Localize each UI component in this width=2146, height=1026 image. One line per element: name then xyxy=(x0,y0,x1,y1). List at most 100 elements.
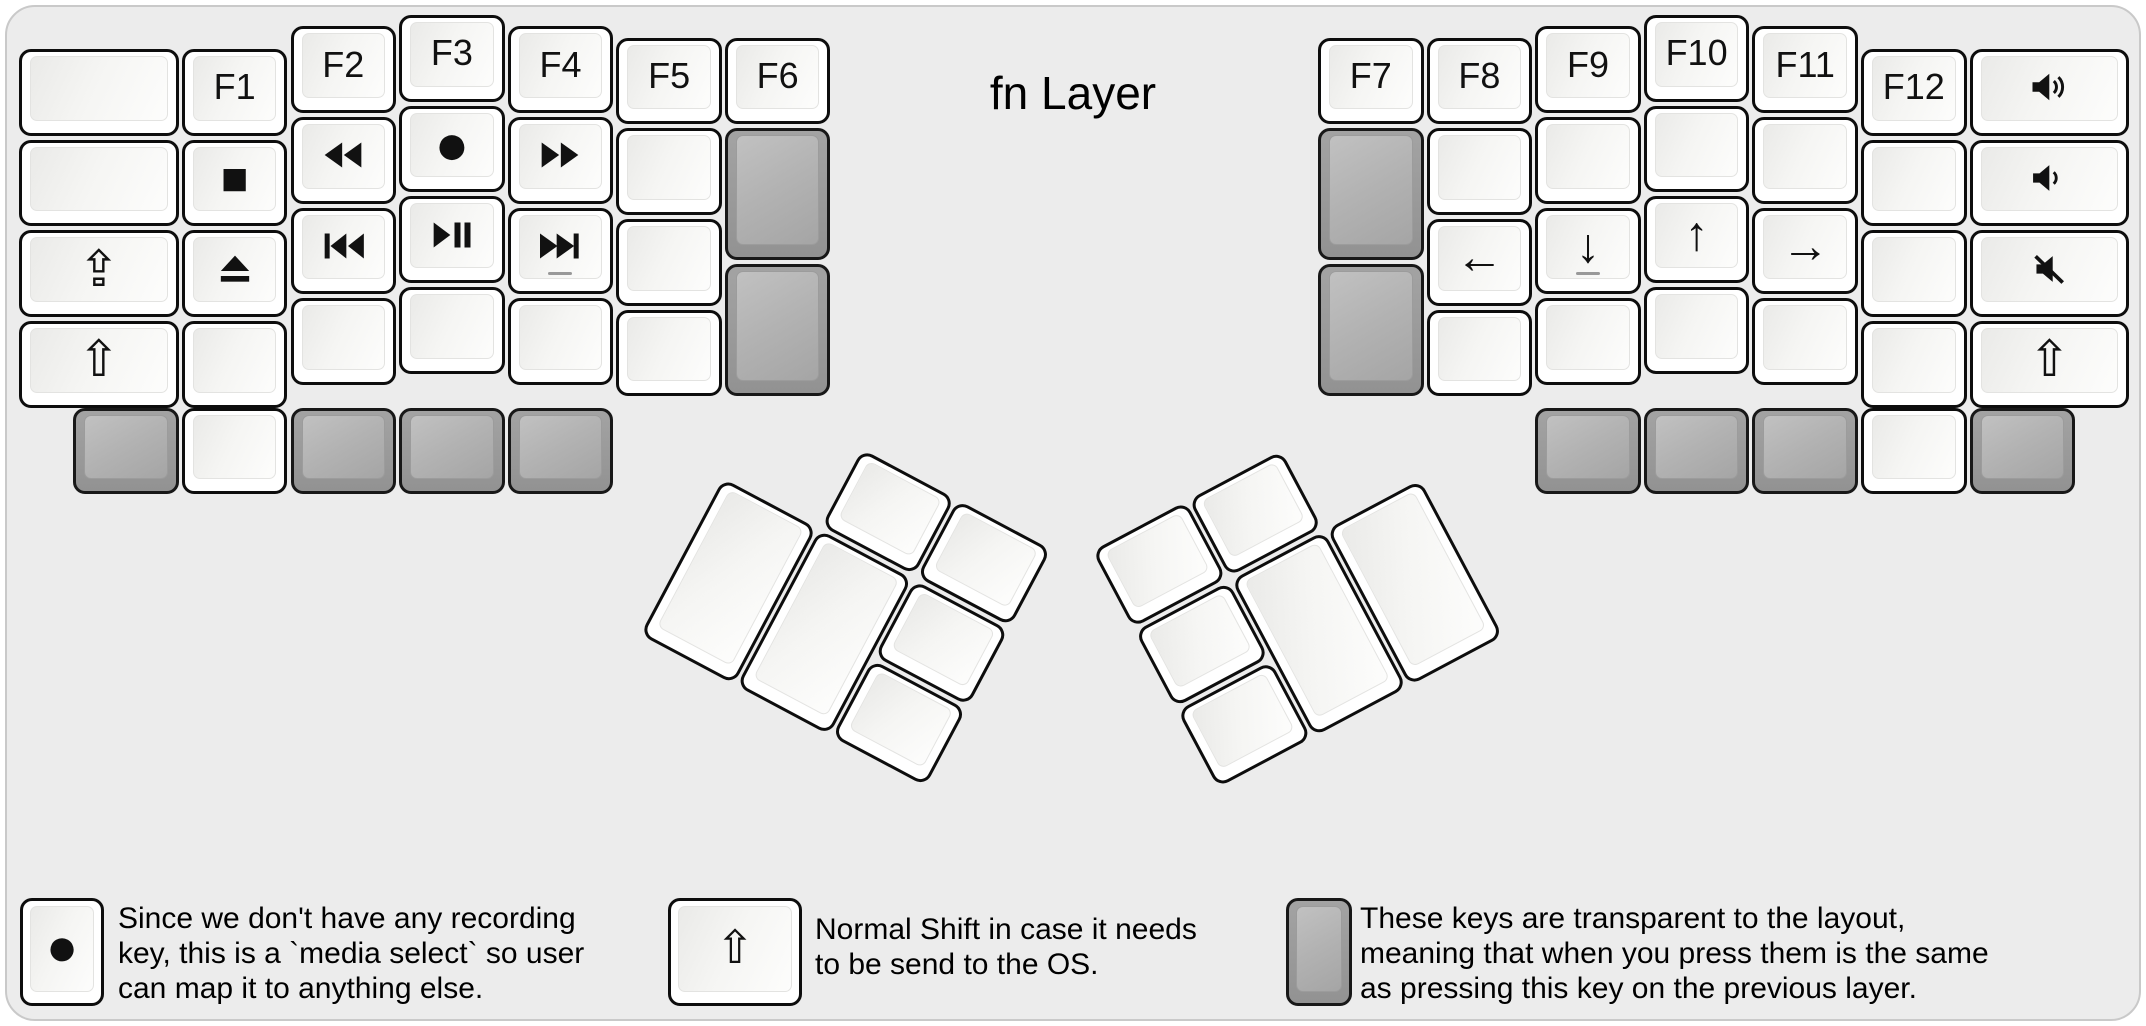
key-transparent[interactable] xyxy=(724,128,831,261)
keycap-top xyxy=(1437,44,1522,110)
key-f11[interactable]: F11 xyxy=(1752,26,1858,114)
keycap-top xyxy=(1654,203,1739,269)
key-blank[interactable] xyxy=(1752,117,1858,204)
key-blank[interactable] xyxy=(1861,407,1967,495)
key-eject[interactable] xyxy=(181,230,288,318)
keycap-top xyxy=(1872,328,1956,393)
key-f1[interactable]: F1 xyxy=(181,49,288,136)
key-shift[interactable]: ⇧ xyxy=(19,321,179,408)
key-blank[interactable] xyxy=(1643,105,1750,193)
key-f8[interactable]: F8 xyxy=(1426,37,1533,125)
keycap-top xyxy=(735,44,820,110)
key-blank[interactable] xyxy=(399,287,505,374)
key-mute[interactable] xyxy=(1969,230,2130,318)
key-blank[interactable] xyxy=(19,49,179,136)
keycap-top xyxy=(1980,237,2119,303)
key-f12[interactable]: F12 xyxy=(1861,49,1967,136)
key-blank[interactable] xyxy=(1643,287,1750,374)
key-blank[interactable] xyxy=(616,309,722,397)
key-blank[interactable] xyxy=(1535,117,1641,204)
key-blank[interactable] xyxy=(1861,139,1967,227)
keycap-top xyxy=(518,305,603,371)
record-sample-key: ● xyxy=(20,898,104,1006)
key-f7[interactable]: F7 xyxy=(1318,37,1424,125)
keycap-top xyxy=(301,414,386,480)
key-transparent[interactable] xyxy=(290,407,397,495)
keycap-top xyxy=(410,414,494,480)
keycap-top xyxy=(301,33,386,99)
key-blank[interactable] xyxy=(1752,298,1858,386)
note-line: to be send to the OS. xyxy=(815,948,1099,981)
key-blank[interactable] xyxy=(1426,128,1533,216)
key-fast-forward[interactable] xyxy=(507,117,614,204)
key-next-track[interactable] xyxy=(507,207,614,295)
key-record[interactable]: ● xyxy=(399,105,505,193)
keycap-top xyxy=(1437,135,1522,201)
keycap-top xyxy=(1763,33,1847,99)
note-line: can map it to anything else. xyxy=(118,972,484,1005)
key-f2[interactable]: F2 xyxy=(290,26,397,114)
key-f10[interactable]: F10 xyxy=(1643,15,1750,102)
key-caps-shift[interactable]: ⇪ xyxy=(19,230,179,318)
key-blank[interactable] xyxy=(1861,230,1967,318)
keycap-top xyxy=(1546,414,1630,480)
transparent-note-text: These keys are transparent to the layout… xyxy=(1360,901,1989,1006)
key-blank[interactable] xyxy=(1535,298,1641,386)
key-blank[interactable] xyxy=(19,139,179,227)
key-transparent[interactable] xyxy=(507,407,614,495)
key-volume-up[interactable] xyxy=(1969,49,2130,136)
key-prev-track[interactable] xyxy=(290,207,397,295)
key-f3[interactable]: F3 xyxy=(399,15,505,102)
key-stop[interactable]: ■ xyxy=(181,139,288,227)
homing-bar xyxy=(1575,271,1600,276)
key-rewind[interactable] xyxy=(290,117,397,204)
record-note-text: Since we don't have any recording key, t… xyxy=(118,901,584,1006)
keycap-top xyxy=(30,328,168,393)
key-left-arrow[interactable]: ← xyxy=(1426,219,1533,306)
key-blank[interactable] xyxy=(616,219,722,306)
keycap-top xyxy=(518,124,603,189)
key-blank[interactable] xyxy=(1861,321,1967,408)
key-f9[interactable]: F9 xyxy=(1535,26,1641,114)
keycap-top xyxy=(30,146,168,212)
key-transparent[interactable] xyxy=(1318,128,1424,261)
key-blank[interactable] xyxy=(616,128,722,216)
key-transparent[interactable] xyxy=(73,407,179,495)
keycap-top xyxy=(1546,124,1630,189)
keycap-top xyxy=(735,135,820,246)
key-blank[interactable] xyxy=(181,407,288,495)
key-transparent[interactable] xyxy=(724,264,831,397)
keycap-top xyxy=(192,414,277,480)
key-transparent[interactable] xyxy=(399,407,505,495)
note-line: meaning that when you press them is the … xyxy=(1360,937,1989,970)
key-transparent[interactable] xyxy=(1535,407,1641,495)
key-transparent[interactable] xyxy=(1969,407,2076,495)
keycap-top xyxy=(1872,414,1956,480)
keycap-top xyxy=(1763,124,1847,189)
key-transparent[interactable] xyxy=(1318,264,1424,397)
keycap-top xyxy=(30,56,168,121)
key-down-arrow[interactable]: ↓ xyxy=(1535,207,1641,295)
keycap-top xyxy=(192,328,277,393)
key-right-arrow[interactable]: → xyxy=(1752,207,1858,295)
keycap-top xyxy=(627,316,711,382)
key-f4[interactable]: F4 xyxy=(507,26,614,114)
key-volume-down[interactable] xyxy=(1969,139,2130,227)
keycap-top xyxy=(192,56,277,121)
key-blank[interactable] xyxy=(507,298,614,386)
key-transparent[interactable] xyxy=(1643,407,1750,495)
key-play-pause[interactable] xyxy=(399,196,505,284)
keycap-top xyxy=(1546,305,1630,371)
key-f5[interactable]: F5 xyxy=(616,37,722,125)
key-shift[interactable]: ⇧ xyxy=(1969,321,2130,408)
key-blank[interactable] xyxy=(181,321,288,408)
key-up-arrow[interactable]: ↑ xyxy=(1643,196,1750,284)
keycap-top xyxy=(627,135,711,201)
key-f6[interactable]: F6 xyxy=(724,37,831,125)
key-blank[interactable] xyxy=(1426,309,1533,397)
keycap-top xyxy=(301,305,386,371)
page-title: fn Layer xyxy=(989,67,1157,119)
keycap-top xyxy=(1980,414,2065,480)
key-blank[interactable] xyxy=(290,298,397,386)
key-transparent[interactable] xyxy=(1752,407,1858,495)
